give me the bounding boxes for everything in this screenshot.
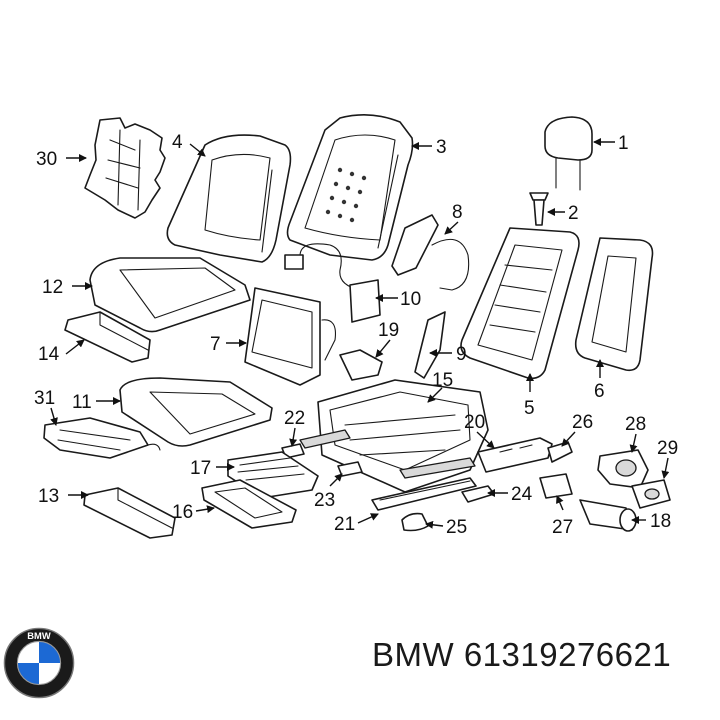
- part-backrest-rear-trim: [574, 237, 654, 372]
- part-number: 61319276621: [463, 636, 672, 673]
- callout-27: 27: [552, 517, 573, 538]
- part-seat-heating-mat: [43, 417, 161, 459]
- callout-1: 1: [618, 133, 629, 154]
- callout-7: 7: [210, 334, 221, 355]
- part-backrest-cover: [166, 134, 292, 263]
- part-bracket-19: [339, 349, 383, 381]
- part-knob-25: [401, 512, 429, 532]
- callout-numbers: 30 4 3 1 2 8 10 12 14 7 19 9 5 6 11 31 1…: [34, 132, 678, 538]
- callout-26: 26: [572, 412, 593, 433]
- part-switch-27: [539, 473, 573, 499]
- callout-5: 5: [524, 398, 535, 419]
- callout-16: 16: [172, 502, 193, 523]
- logo-text: BMW: [27, 631, 51, 641]
- part-thigh-support-pad: [64, 311, 151, 363]
- callout-21: 21: [334, 514, 355, 535]
- part-backrest-frame: [460, 227, 580, 380]
- part-seat-cushion-cover: [89, 257, 251, 333]
- callout-8: 8: [452, 202, 463, 223]
- callout-30: 30: [36, 149, 57, 170]
- callout-6: 6: [594, 381, 605, 402]
- part-seat-trim-strip: [83, 487, 176, 539]
- part-rail-cover: [371, 477, 477, 511]
- callout-15: 15: [432, 370, 453, 391]
- callout-leaders: [50, 138, 670, 529]
- part-small-block-23: [337, 461, 363, 477]
- part-head-restraint: [544, 116, 593, 191]
- part-headrest-guide: [529, 192, 549, 226]
- part-seat-base-frame: [201, 479, 297, 529]
- callout-2: 2: [568, 203, 579, 224]
- callout-4: 4: [172, 132, 183, 153]
- callout-24: 24: [511, 484, 533, 505]
- part-switch-28: [597, 449, 649, 489]
- callout-14: 14: [38, 344, 60, 365]
- callout-11: 11: [72, 392, 92, 413]
- part-lumbar-support: [244, 287, 337, 386]
- part-backrest-upholstery: [286, 114, 414, 261]
- callout-31: 31: [34, 388, 55, 409]
- part-side-airbag: [391, 214, 470, 291]
- part-seat-frame: [299, 379, 489, 493]
- callout-23: 23: [314, 490, 335, 511]
- callout-20: 20: [464, 412, 485, 433]
- callout-18: 18: [650, 511, 671, 532]
- bmw-logo: BMW: [3, 627, 75, 699]
- callout-12: 12: [42, 277, 63, 298]
- callout-9: 9: [456, 344, 467, 365]
- part-wiring-harness: [284, 243, 381, 323]
- callout-3: 3: [436, 137, 447, 158]
- callout-10: 10: [400, 289, 421, 310]
- part-seat-cushion-foam: [119, 377, 273, 447]
- part-number-label: BMW 61319276621: [372, 636, 671, 674]
- callout-29: 29: [657, 438, 678, 459]
- part-backrest-heating-mat: [84, 117, 166, 219]
- part-switch-29: [631, 479, 671, 509]
- callout-19: 19: [378, 320, 399, 341]
- callout-13: 13: [38, 486, 59, 507]
- callout-25: 25: [446, 517, 467, 538]
- brand-name: BMW: [372, 636, 455, 673]
- part-module-18: [579, 499, 637, 532]
- part-side-trim-panel: [414, 311, 446, 379]
- callout-17: 17: [190, 458, 211, 479]
- callout-28: 28: [625, 414, 646, 435]
- callout-22: 22: [284, 408, 305, 429]
